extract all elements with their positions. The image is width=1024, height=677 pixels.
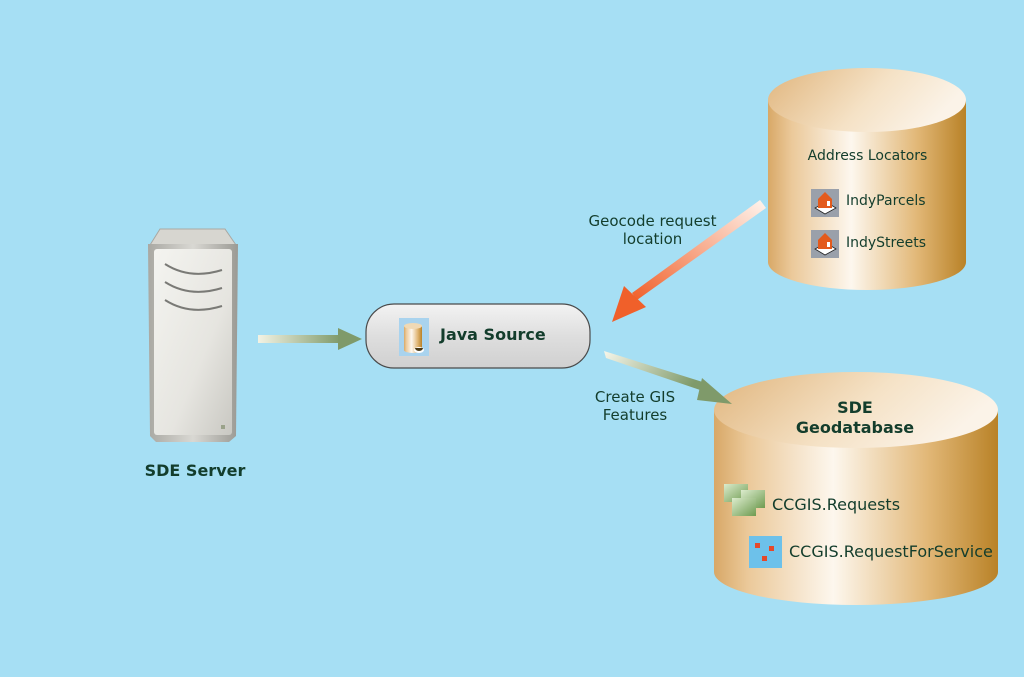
geodatabase-item[interactable]: CCGIS.Requests: [772, 495, 900, 514]
address-locators-cylinder[interactable]: [768, 68, 966, 290]
create-label-line1: Create GIS: [594, 388, 676, 406]
feature-dataset-icon: [724, 484, 765, 516]
server-icon[interactable]: [148, 228, 238, 442]
locator-item[interactable]: IndyParcels: [846, 193, 926, 209]
create-features-arrow: [604, 351, 732, 404]
geodatabase-title-line1: SDE: [837, 398, 873, 417]
geocode-request-arrow: [612, 200, 766, 322]
locator-label: IndyParcels: [846, 193, 926, 209]
geodatabase-title: SDE Geodatabase: [770, 398, 940, 438]
locator-label: IndyStreets: [846, 235, 927, 251]
point-feature-class-icon: [749, 536, 782, 568]
locator-house-icon: [811, 230, 839, 258]
java-source-label: Java Source: [440, 325, 546, 344]
geodatabase-item-label: CCGIS.RequestForService: [789, 542, 993, 561]
geocode-label-line2: location: [622, 230, 683, 248]
geodatabase-title-line2: Geodatabase: [795, 418, 915, 437]
geocode-request-label: Geocode request location: [575, 212, 730, 248]
server-to-java-arrow: [258, 328, 362, 350]
locator-house-icon: [811, 189, 839, 217]
geodatabase-item-label: CCGIS.Requests: [772, 495, 901, 514]
create-label-line2: Features: [602, 406, 668, 424]
address-locators-title: Address Locators: [807, 148, 928, 164]
java-source-node[interactable]: [365, 303, 591, 369]
locator-item[interactable]: IndyStreets: [846, 235, 926, 251]
server-label: SDE Server: [144, 461, 246, 480]
create-features-label: Create GIS Features: [575, 388, 695, 424]
geocode-label-line1: Geocode request: [588, 212, 717, 230]
geodatabase-item[interactable]: CCGIS.RequestForService: [789, 542, 993, 561]
geodatabase-cylinder[interactable]: [714, 372, 998, 605]
